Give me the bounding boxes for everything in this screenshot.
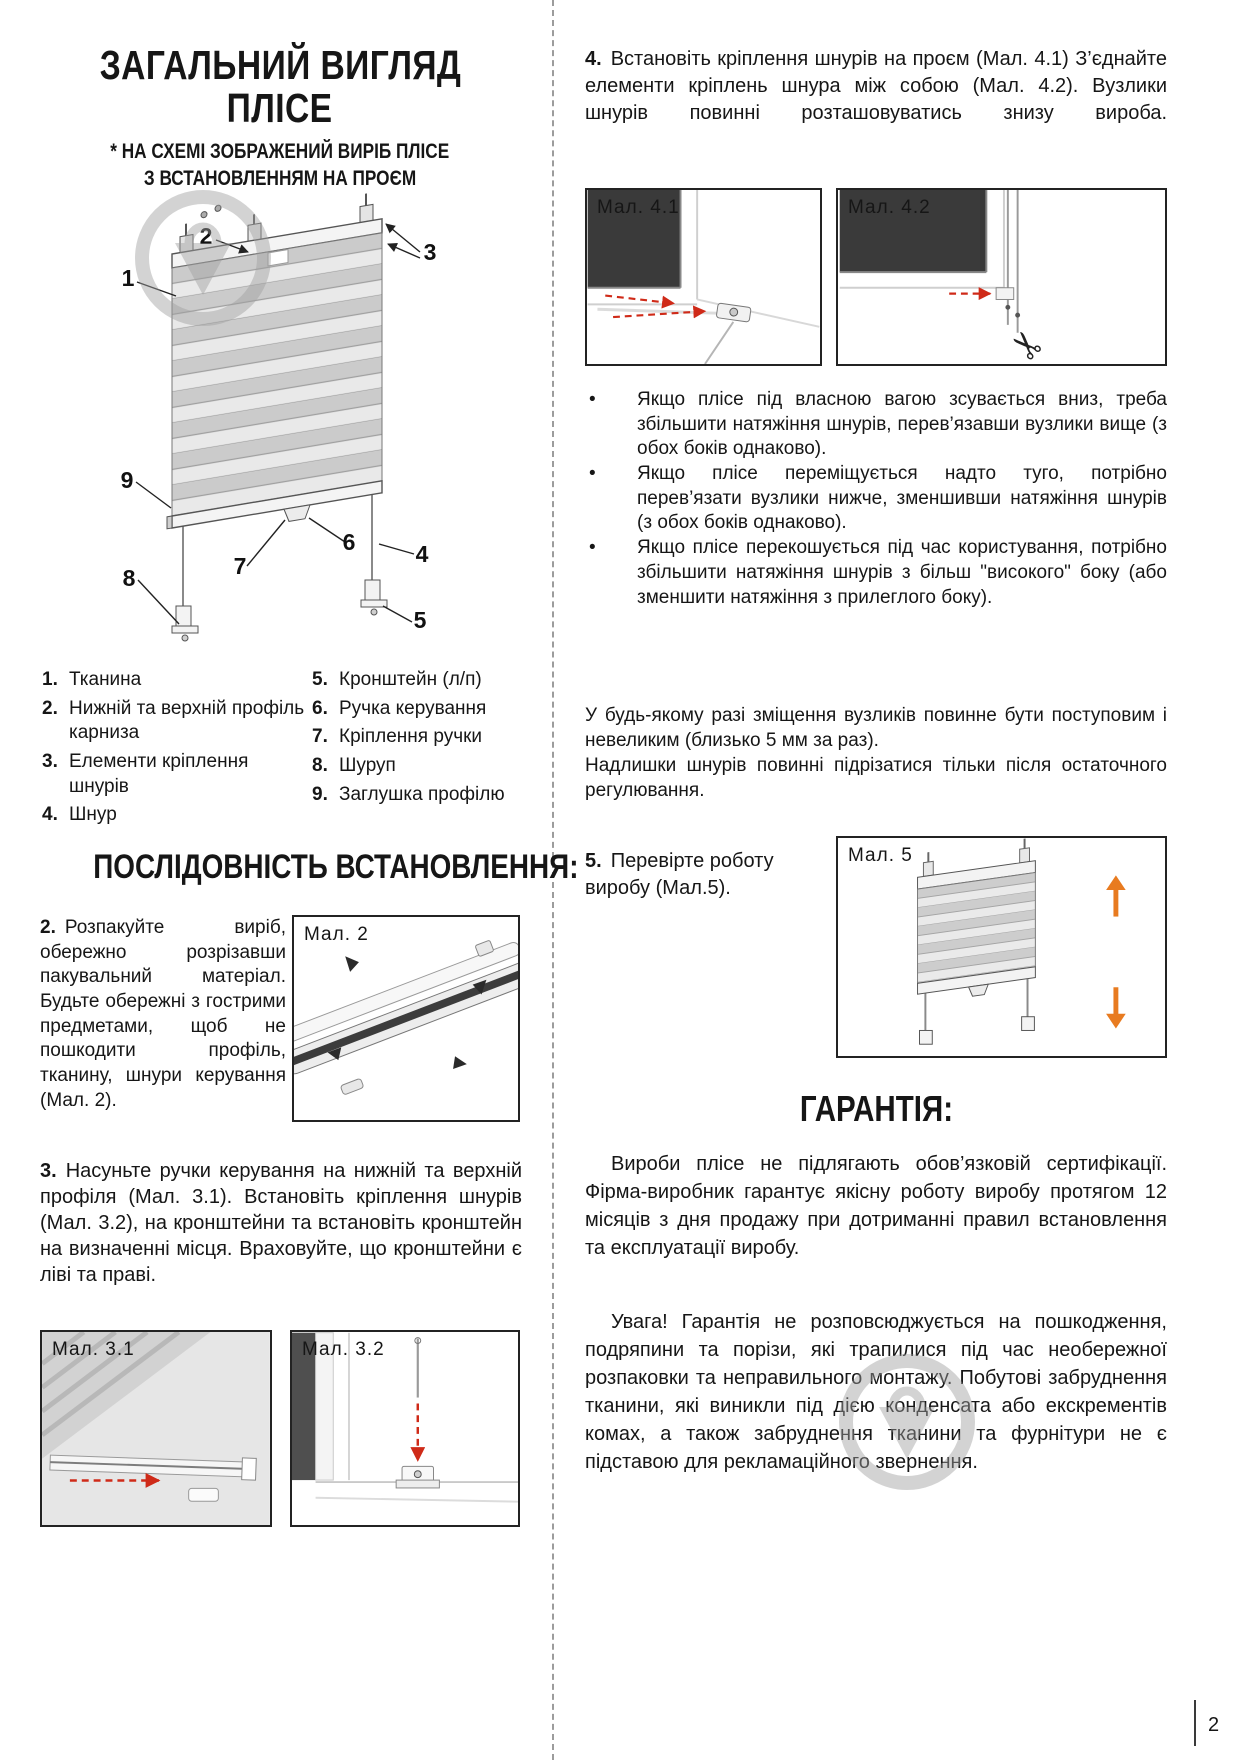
pointer-arrow-icon — [472, 979, 487, 995]
cord — [704, 321, 735, 364]
bullet-marker: • — [589, 463, 596, 485]
legend-item: 8.Шуруп — [312, 755, 396, 777]
figure-3-1-drawing — [42, 1332, 270, 1525]
red-direction-arrow — [613, 305, 707, 319]
legend-column-right: 5.Кронштейн (л/п) 6.Ручка керування 7.Кр… — [312, 668, 520, 832]
warranty-heading: ГАРАНТІЯ: — [799, 1088, 953, 1129]
left-bracket — [171, 605, 199, 642]
figure-4-1-drawing — [587, 190, 820, 364]
bullet-item: • Якщо плісе перекошується під час корис… — [585, 536, 1167, 610]
screw-icon — [214, 204, 222, 212]
step-4-paragraph: 4.Встановіть кріплення шнурів на проєм (… — [585, 48, 1167, 124]
figure-4-2-label: Мал. 4.2 — [848, 197, 931, 218]
figure-3-1: Мал. 3.1 — [40, 1330, 272, 1527]
page-number: 2 — [1208, 1714, 1220, 1736]
small-part — [475, 940, 494, 957]
bullet-marker: • — [589, 537, 596, 559]
figure-4-1-label: Мал. 4.1 — [597, 197, 680, 218]
blind-body — [166, 193, 383, 530]
figure-4-1: Мал. 4.1 — [585, 188, 822, 366]
legend-item: 1.Тканина — [42, 669, 142, 690]
callout-leader-lines — [135, 223, 421, 625]
screw-icon — [200, 211, 208, 219]
figure-3-2-drawing — [292, 1332, 518, 1503]
figure-3-1-label: Мал. 3.1 — [52, 1339, 135, 1360]
adjustment-bullet-list: • Якщо плісе під власною вагою зсуваєтьс… — [585, 388, 1167, 610]
legend-item: 7.Кріплення ручки — [312, 726, 483, 748]
small-part — [340, 1078, 364, 1095]
right-bracket — [360, 579, 388, 616]
figure-2-drawing — [294, 940, 518, 1095]
cord-hook — [414, 1337, 422, 1344]
orange-up-arrow — [1106, 875, 1126, 917]
callout-number-5: 5 — [414, 607, 427, 633]
callout-number-9: 9 — [121, 467, 134, 493]
figure-4-2: Мал. 4.2 ✂ — [836, 188, 1167, 366]
figure-5-label: Мал. 5 — [848, 845, 913, 866]
red-direction-arrow — [605, 294, 675, 309]
legend-item: 5.Кронштейн (л/п) — [312, 669, 482, 690]
sequence-heading: ПОСЛІДОВНІСТЬ ВСТАНОВЛЕННЯ: — [93, 848, 579, 886]
callout-number-7: 7 — [234, 553, 247, 579]
scissors-icon: ✂ — [1001, 319, 1053, 364]
parts-legend: 1.Тканина 2.Нижній та верхній профіль ка… — [42, 668, 520, 832]
bracket — [1021, 1016, 1035, 1031]
figure-5-drawing — [917, 838, 1126, 1045]
bullet-item: • Якщо плісе під власною вагою зсуваєтьс… — [585, 388, 1167, 462]
cord-knot — [1015, 312, 1021, 318]
cord-fixing-bracket — [716, 302, 752, 323]
figure-2: Мал. 2 — [292, 915, 520, 1122]
cord-fixing-bracket — [995, 287, 1015, 300]
adjustment-notes: У будь-якому разі зміщення вузликів пови… — [585, 703, 1167, 803]
handle-part — [188, 1487, 219, 1502]
legend-item: 6.Ручка керування — [312, 697, 487, 719]
step-5-paragraph: 5.Перевірте роботу виробу (Мал.5). — [585, 850, 774, 899]
mini-blind — [917, 838, 1036, 997]
bracket — [919, 1029, 933, 1045]
bullet-marker: • — [589, 389, 596, 410]
callout-number-3: 3 — [424, 239, 437, 265]
figure-2-label: Мал. 2 — [304, 924, 369, 945]
column-divider — [552, 0, 554, 1760]
note-paragraph: Надлишки шнурів повинні підрізатися тіль… — [585, 755, 1167, 802]
warranty-paragraph-2: Увага! Гарантія не розповсюджується на п… — [585, 1311, 1167, 1473]
pointer-arrow-icon — [345, 956, 359, 972]
pointer-arrow-icon — [327, 1047, 342, 1061]
pleated-blind-diagram: 1 2 3 4 5 6 7 8 9 — [40, 190, 510, 665]
note-paragraph: У будь-якому разі зміщення вузликів пови… — [585, 705, 1167, 752]
control-handle — [283, 504, 311, 522]
legend-item: 4.Шнур — [42, 804, 117, 826]
figure-3-2-label: Мал. 3.2 — [302, 1339, 385, 1360]
pleated-blind-diagram-svg: 1 2 3 4 5 6 7 8 9 — [121, 193, 437, 642]
callout-number-6: 6 — [343, 529, 356, 555]
figure-4-2-drawing: ✂ — [839, 190, 1053, 364]
step-3-paragraph: 3.Насуньте ручки керування на нижній та … — [40, 1160, 522, 1286]
orange-down-arrow — [1106, 987, 1126, 1029]
cord-knot — [1005, 304, 1011, 310]
page-title: ЗАГАЛЬНИЙ ВИГЛЯД ПЛІСЕ — [40, 42, 520, 132]
page-title-line2: ПЛІСЕ — [227, 85, 333, 132]
warranty-paragraph-1: Вироби плісе не підлягають обов’язковій … — [585, 1153, 1167, 1259]
fabric-tab — [267, 249, 289, 267]
pointer-arrow-icon — [453, 1056, 467, 1070]
diagram-subtitle: * НА СХЕМІ ЗОБРАЖЕНИЙ ВИРІБ ПЛІСЕ З ВСТА… — [110, 140, 450, 191]
callout-number-1: 1 — [122, 265, 135, 291]
callout-number-8: 8 — [123, 565, 136, 591]
profile-end-cap — [166, 515, 173, 530]
screw-icon — [413, 1470, 422, 1479]
page-title-line1: ЗАГАЛЬНИЙ ВИГЛЯД — [99, 42, 461, 88]
legend-column-left: 1.Тканина 2.Нижній та верхній профіль ка… — [42, 668, 312, 832]
figure-3-2: Мал. 3.2 — [290, 1330, 520, 1527]
bullet-item: • Якщо плісе переміщується надто туго, п… — [585, 462, 1167, 536]
figure-5: Мал. 5 — [836, 836, 1167, 1058]
callout-number-2: 2 — [200, 223, 213, 249]
legend-item: 3.Елементи кріплення шнурів — [42, 751, 249, 797]
legend-item: 9.Заглушка профілю — [312, 783, 505, 805]
step-2-paragraph: 2.Розпакуйте виріб, обережно розрізавши … — [40, 917, 286, 1111]
page-number-divider — [1194, 1700, 1196, 1746]
callout-number-4: 4 — [416, 541, 429, 567]
pleated-fabric — [171, 232, 383, 517]
legend-item: 2.Нижній та верхній профіль карниза — [42, 697, 305, 744]
